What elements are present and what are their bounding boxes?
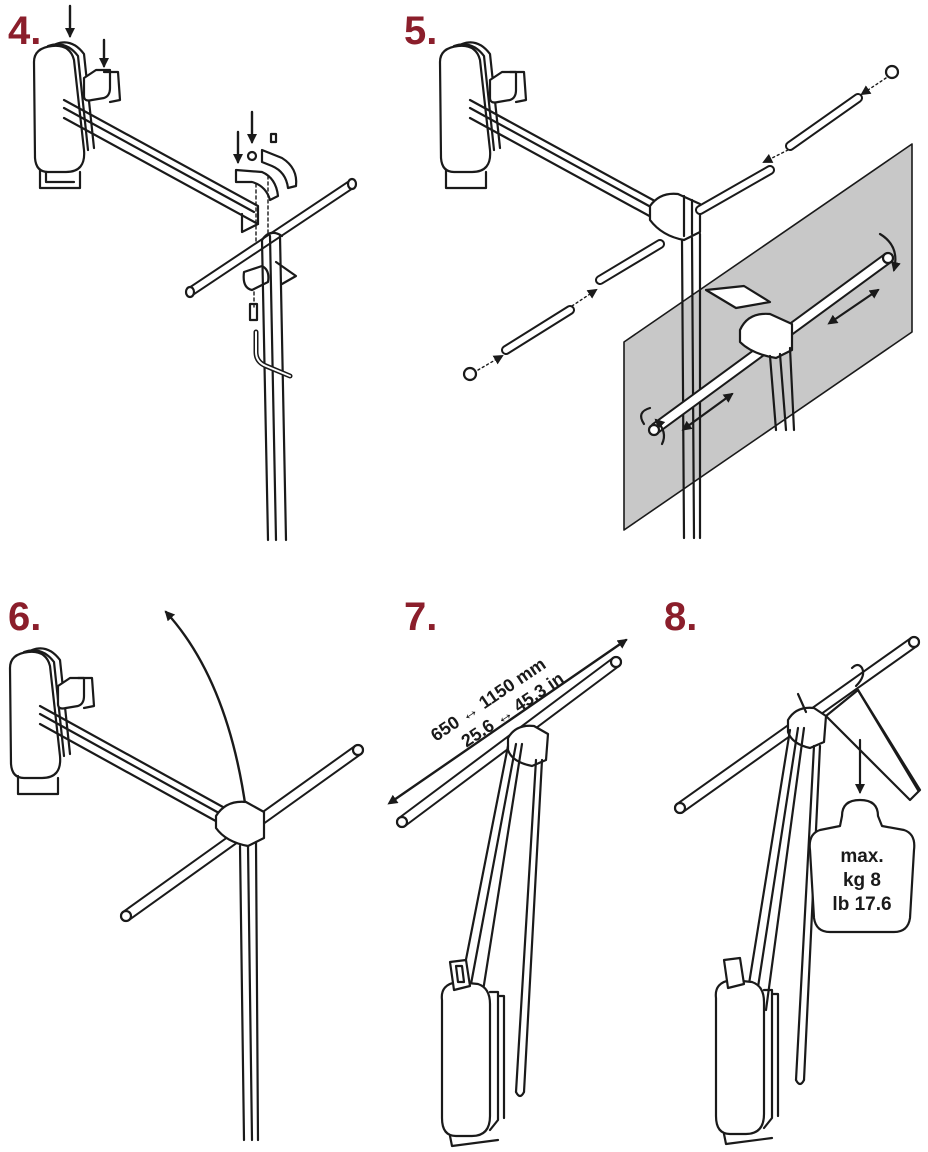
step-7-dimension-arrow (387, 638, 628, 805)
step-number-6: 6. (8, 595, 41, 639)
step-4-hex-key (248, 302, 293, 379)
step-5-detail-rod (640, 232, 901, 446)
step-number-7: 7. (404, 595, 437, 639)
step-number-4: 4. (8, 9, 41, 53)
step-4-illustration (32, 4, 358, 542)
step-5-handle (438, 41, 528, 190)
max-load-line-3: lb 17.6 (832, 894, 891, 915)
step-4-rail (62, 98, 260, 234)
step-8-hanger (824, 663, 922, 802)
step-number-5: 5. (404, 9, 437, 53)
step-8-weight (808, 798, 916, 934)
step-4-handle (32, 41, 122, 190)
step-7-illustration (387, 638, 628, 1148)
max-load-line-1: max. (840, 846, 883, 867)
step-4-clip-parts (234, 132, 298, 202)
step-4-long-arm (242, 231, 298, 542)
step-6-rotate-arrow (164, 610, 248, 812)
step-number-8: 8. (664, 595, 697, 639)
step-5-rod-parts (462, 64, 900, 382)
step-8-illustration (673, 635, 922, 1146)
max-load-line-2: kg 8 (843, 870, 881, 891)
step-5-illustration (438, 41, 913, 540)
step-6-illustration (8, 610, 365, 1142)
step-4-down-arrows (65, 4, 257, 164)
